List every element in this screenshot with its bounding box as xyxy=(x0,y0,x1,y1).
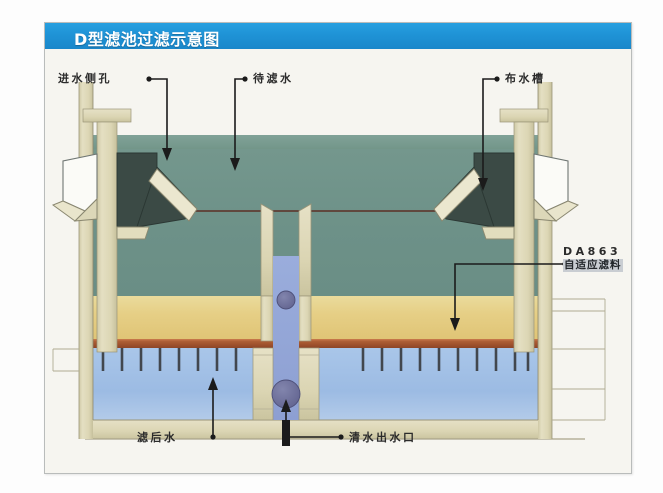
left-gallery-lines xyxy=(52,348,79,372)
central-channel-walls xyxy=(260,203,312,342)
filter-basin-cross-section xyxy=(45,49,631,473)
channel-right-collar xyxy=(298,347,320,421)
channel-left-collar xyxy=(252,347,274,421)
label-clear-water-outlet: 清水出水口 xyxy=(349,431,417,444)
label-media-name: 自适应滤料 xyxy=(563,259,623,272)
label-filtered-water: 滤后水 xyxy=(137,431,178,444)
right-gallery-lines xyxy=(552,298,606,421)
left-inner-inlet-hopper xyxy=(116,152,198,240)
diagram-canvas: 进水侧孔 待滤水 布水槽 DA863 自适应滤料 滤后水 清水出水口 xyxy=(45,49,631,473)
channel-upper-port xyxy=(276,290,296,310)
callout-arrowheads xyxy=(162,148,488,412)
right-inner-inlet-hopper xyxy=(433,152,515,240)
outlet-pipe-stub xyxy=(282,420,290,446)
label-inlet-side-hole: 进水侧孔 xyxy=(58,72,112,85)
left-inlet-column xyxy=(82,108,132,353)
page-title: D型滤池过滤示意图 xyxy=(74,30,220,49)
right-outer-distribution-hopper xyxy=(533,153,580,222)
diagram-title-bar: D型滤池过滤示意图 xyxy=(45,23,631,49)
left-outer-distribution-hopper xyxy=(51,153,98,222)
label-media-code: DA863 xyxy=(563,245,622,258)
label-raw-water: 待滤水 xyxy=(253,72,294,85)
label-distribution-trough: 布水槽 xyxy=(505,72,546,85)
